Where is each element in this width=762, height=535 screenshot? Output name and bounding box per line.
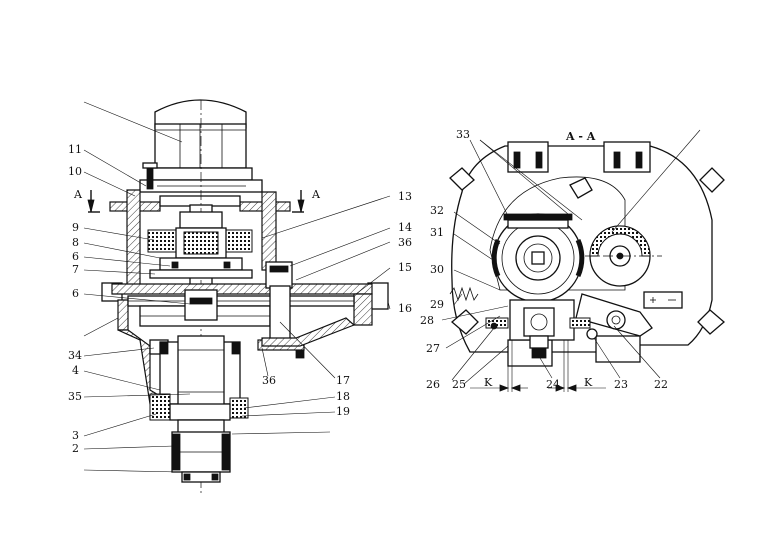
section-marker-left xyxy=(87,190,100,213)
label-3: 3 xyxy=(72,429,79,442)
label-17: 17 xyxy=(336,374,350,387)
leader-lines-middle xyxy=(241,195,391,417)
dimension-k-left xyxy=(470,340,528,392)
output-coupling xyxy=(171,419,231,483)
section-arrow-label-right: A xyxy=(311,188,321,201)
section-aa-view: A - A xyxy=(449,130,725,392)
label-31: 31 xyxy=(430,226,444,239)
label-7: 7 xyxy=(72,263,79,276)
section-arrow-label-left: A xyxy=(73,188,83,201)
lug-bottom-right xyxy=(595,335,641,363)
dimension-k-right xyxy=(548,340,606,392)
label-30: 30 xyxy=(430,263,444,276)
label-29: 29 xyxy=(430,298,444,311)
label-15: 15 xyxy=(398,261,412,274)
label-2: 2 xyxy=(72,442,79,455)
label-28: 28 xyxy=(420,314,434,327)
label-10: 10 xyxy=(68,165,82,178)
label-32: 32 xyxy=(430,204,444,217)
label-9: 9 xyxy=(72,221,79,234)
lug-right-top xyxy=(699,167,725,193)
lug-left-bottom xyxy=(451,309,479,335)
label-27: 27 xyxy=(426,342,440,355)
label-11: 11 xyxy=(68,143,82,156)
label-16: 16 xyxy=(398,302,412,315)
spring xyxy=(449,286,479,302)
label-22: 22 xyxy=(654,378,668,391)
label-6a: 6 xyxy=(72,250,79,263)
label-23: 23 xyxy=(614,378,628,391)
label-4: 4 xyxy=(72,364,79,377)
section-marker-right xyxy=(292,190,305,213)
dimension-label-right: K xyxy=(584,376,593,389)
label-13: 13 xyxy=(398,190,412,203)
indicator-plate xyxy=(643,291,683,309)
label-8: 8 xyxy=(72,236,79,249)
top-bar xyxy=(503,213,573,221)
label-34: 34 xyxy=(68,349,82,362)
label-36a: 36 xyxy=(398,236,412,249)
lug-right-bottom xyxy=(697,309,725,335)
label-35: 35 xyxy=(68,390,82,403)
leader-lines-right xyxy=(441,129,701,385)
section-title: A - A xyxy=(565,130,596,143)
side-section-view: A A xyxy=(73,99,389,495)
lug-top-right xyxy=(603,141,651,173)
label-24: 24 xyxy=(546,378,560,391)
label-18: 18 xyxy=(336,390,350,403)
label-19: 19 xyxy=(336,405,350,418)
lug-left xyxy=(449,167,475,191)
label-36b: 36 xyxy=(262,374,276,387)
label-14: 14 xyxy=(398,221,412,234)
lower-housing xyxy=(117,317,356,421)
label-25: 25 xyxy=(452,378,466,391)
upper-gear-set xyxy=(147,227,253,279)
adapter-flange xyxy=(109,189,291,287)
dimension-label-left: K xyxy=(484,376,493,389)
label-26: 26 xyxy=(426,378,440,391)
label-33: 33 xyxy=(456,128,470,141)
leader-lines-left xyxy=(83,101,331,473)
label-6b: 6 xyxy=(72,287,79,300)
